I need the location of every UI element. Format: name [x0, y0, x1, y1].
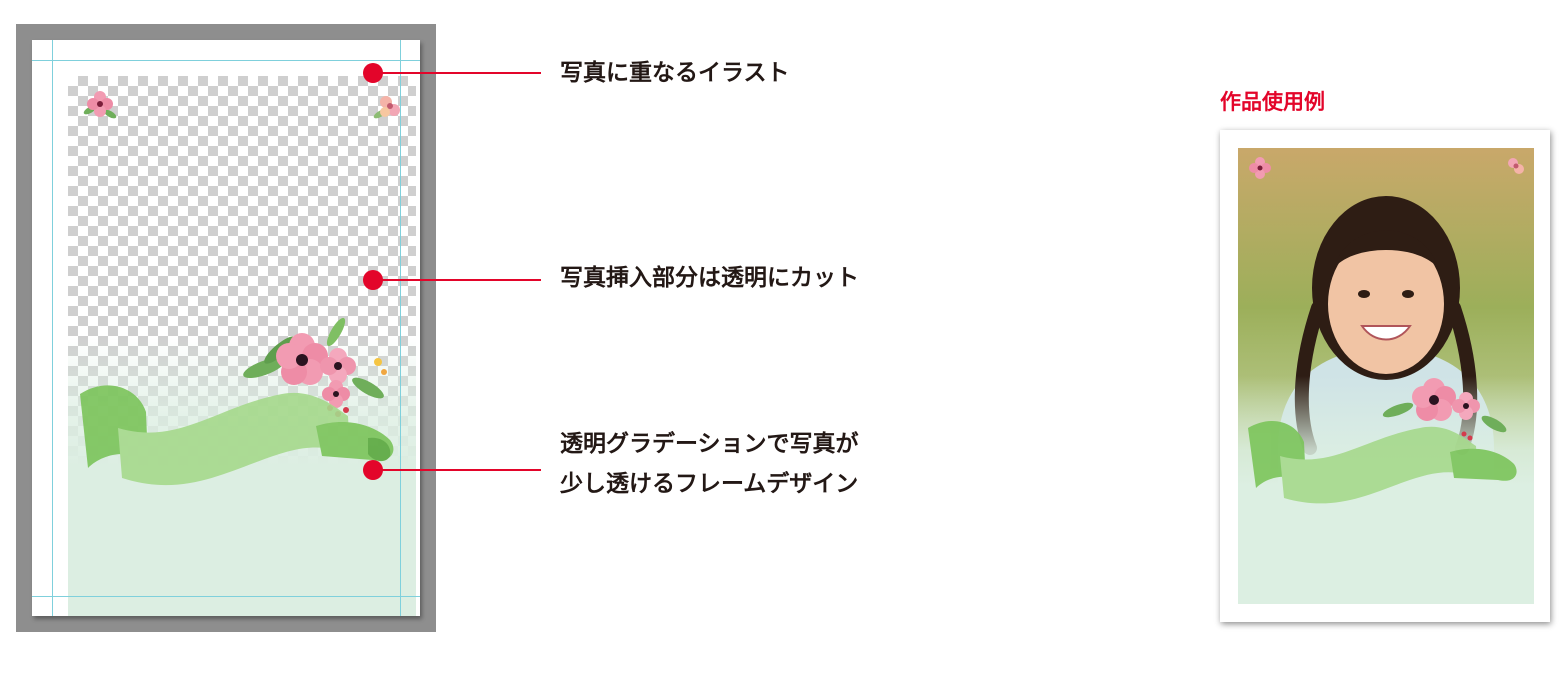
callout-line [373, 72, 541, 74]
callout-line [373, 469, 541, 471]
gradient-fade [68, 76, 416, 616]
example-illustration [1238, 148, 1534, 604]
bouquet-icon [243, 317, 387, 417]
corner-flower-left-icon [1249, 157, 1271, 179]
callout-overlay-illustration: 写真に重なるイラスト [560, 60, 790, 86]
example-title: 作品使用例 [1220, 90, 1325, 114]
artboard-canvas [16, 24, 436, 632]
bouquet-icon [1382, 378, 1507, 441]
callout-gradient-line1: 透明グラデーションで写真が [560, 431, 859, 457]
guide-line-horizontal [32, 60, 420, 61]
example-card [1220, 130, 1550, 622]
callout-line [373, 279, 541, 281]
corner-flower-left-icon [83, 91, 117, 119]
corner-flower-right-icon [373, 96, 400, 119]
example-photo [1238, 148, 1534, 604]
guide-line-horizontal [32, 596, 420, 597]
guide-line-vertical [400, 40, 401, 616]
frame-design [68, 76, 416, 616]
ribbon-banner-icon [80, 385, 394, 486]
guide-line-vertical [52, 40, 53, 616]
corner-flower-right-icon [1508, 158, 1524, 174]
frame-illustration [80, 91, 400, 486]
ribbon-banner-icon [1248, 420, 1517, 504]
frame-template-page [32, 40, 420, 616]
callout-gradient-line2: 少し透けるフレームデザイン [560, 471, 859, 497]
callout-transparent-area: 写真挿入部分は透明にカット [560, 265, 859, 291]
